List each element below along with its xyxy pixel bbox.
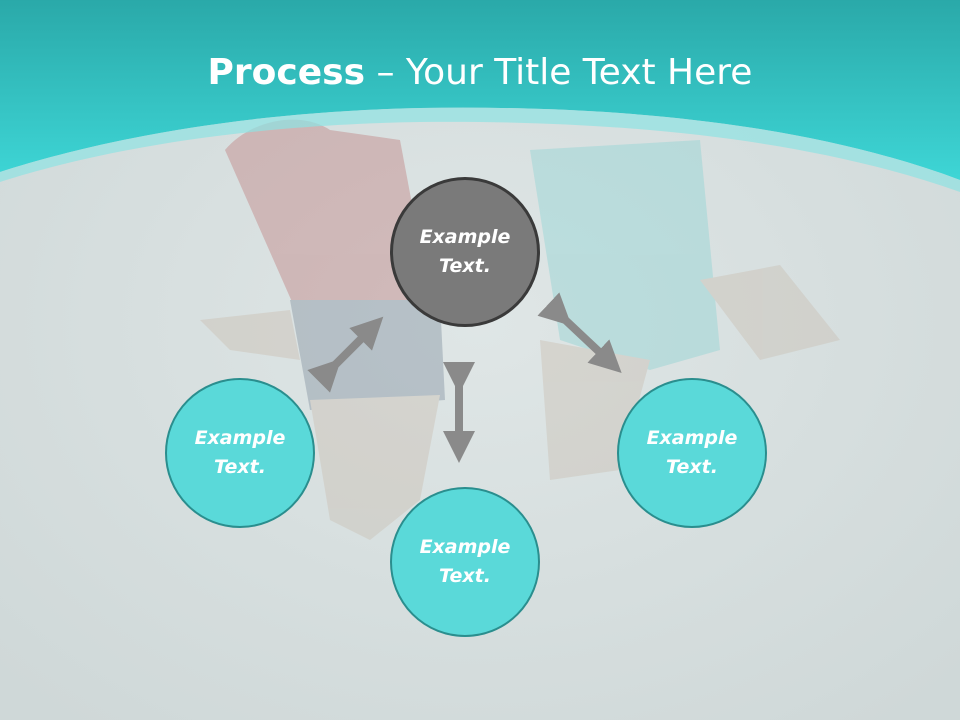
title-rest: – Your Title Text Here bbox=[365, 52, 753, 93]
arrow-top-right bbox=[537, 292, 622, 373]
process-node-left: Example Text. bbox=[165, 378, 315, 528]
node-label: Example Text. bbox=[194, 427, 286, 478]
node-label: Example Text. bbox=[419, 226, 511, 277]
process-node-top: Example Text. bbox=[390, 177, 540, 327]
arrow-top-left bbox=[307, 316, 384, 393]
slide-title: Process – Your Title Text Here bbox=[0, 52, 960, 93]
process-node-bottom: Example Text. bbox=[390, 487, 540, 637]
title-bold: Process bbox=[207, 52, 366, 93]
node-label: Example Text. bbox=[646, 427, 738, 478]
node-label: Example Text. bbox=[419, 536, 511, 587]
process-node-right: Example Text. bbox=[617, 378, 767, 528]
